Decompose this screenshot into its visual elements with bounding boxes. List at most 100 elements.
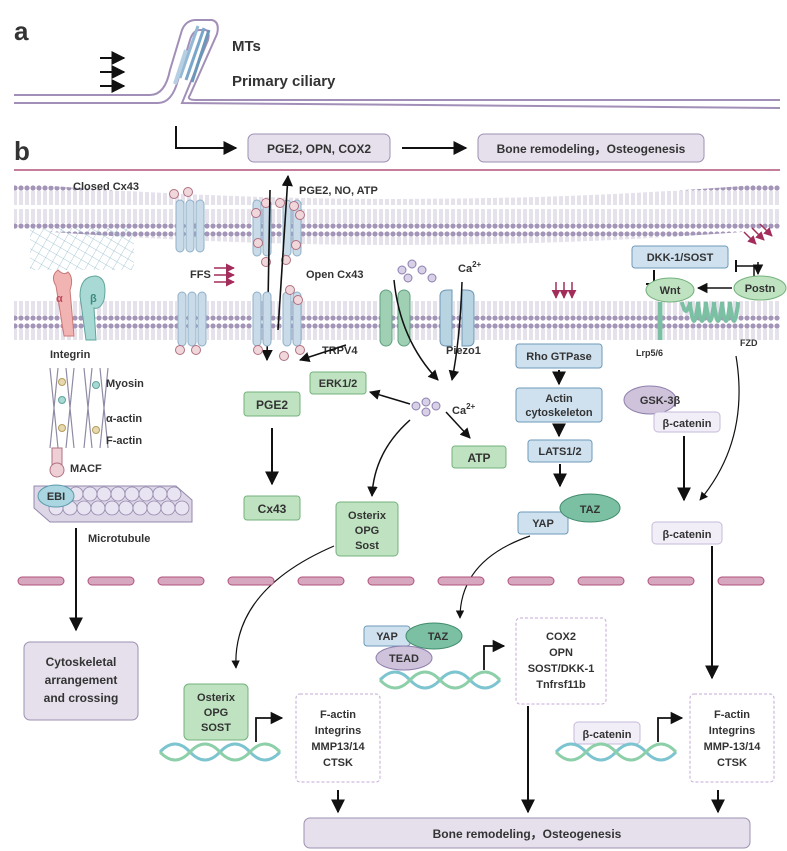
nuc-yap-text: YAP: [376, 631, 398, 643]
lats-box: [527, 439, 593, 463]
atp-box: [451, 445, 507, 469]
nuc-osterix-text: Osterix: [197, 692, 236, 704]
beta-catenin-complex-text: β-catenin: [663, 418, 712, 430]
dna-helix-2: [378, 670, 502, 690]
flow-arrows-a: [100, 51, 126, 93]
tg2-cox2: COX2: [546, 631, 576, 643]
ca-to-atp-arrow: [445, 411, 471, 439]
ca-influx-arrow-left: [393, 279, 439, 381]
nuc-opg-text: OPG: [204, 707, 228, 719]
wnt-text: Wnt: [660, 285, 681, 297]
nuclear-envelope: [17, 576, 765, 586]
tg1-factin: F-actin: [320, 709, 356, 721]
target-genes-box-2: [515, 617, 607, 705]
nuc-tead-text: TEAD: [389, 653, 419, 665]
trpv4-channel: [379, 289, 411, 347]
rho-gtpase-text: Rho GTPase: [526, 351, 591, 363]
bone-remodeling-text-a: Bone remodeling，Osteogenesis: [497, 142, 686, 156]
bone-remodeling-box-b: [303, 817, 751, 849]
taz-oval: [559, 493, 621, 523]
yap-text: YAP: [532, 518, 554, 530]
osterix-opg-sost-box: [335, 501, 399, 557]
panel-b-label: b: [14, 136, 30, 166]
osterix-to-nucleus-arrow: [231, 545, 335, 669]
taz-text: TAZ: [580, 504, 601, 516]
gsk-text: GSK-3β: [640, 395, 681, 407]
beta-catenin-box: [651, 521, 723, 545]
ca-to-erk-arrow: [368, 389, 411, 405]
lrp-fzd-receptors: [657, 301, 740, 340]
cell-membrane-a-inner: [14, 29, 781, 109]
postn-oval: [733, 275, 787, 301]
actomyosin-filaments: [49, 367, 109, 449]
tg3-mmp: MMP-13/14: [704, 741, 762, 753]
osterix-text: Osterix: [348, 510, 387, 522]
mts-label: MTs: [232, 38, 261, 55]
lats-text: LATS1/2: [538, 446, 581, 458]
panel-a: a MTs Primary ciliary PGE2, OPN, COX2 Bo…: [14, 16, 781, 163]
nuc-taz-oval: [405, 622, 463, 650]
piezo1-label: Piezo1: [446, 345, 481, 357]
gene-transcribe-arrow-2: [483, 639, 506, 670]
nuc-osterix-box: [183, 683, 249, 741]
cytoskeletal-arrangement-box: [23, 641, 139, 721]
trpv4-label: TRPV4: [322, 345, 358, 357]
tg2-tnfrsf: Tnfrsf11b: [536, 679, 586, 691]
bone-remodeling-text-b: Bone remodeling，Osteogenesis: [433, 827, 622, 841]
panel-b: b Closed Cx43: [14, 136, 787, 849]
cytoskeletal-text-3: and crossing: [44, 691, 119, 705]
macf-protein: [49, 447, 65, 478]
cell-membrane-a: [14, 19, 780, 101]
tg1-ctsk: CTSK: [323, 757, 353, 769]
dna-helix-3: [554, 742, 678, 762]
myosin-label: Myosin: [106, 378, 144, 390]
gsk-oval: [623, 385, 677, 415]
f-actin-label: F-actin: [106, 435, 142, 447]
cytoskeleton-text: cytoskeleton: [525, 407, 593, 419]
pge2-opn-cox2-box: [247, 133, 391, 163]
alpha-subunit-label: α: [56, 293, 63, 305]
ca-to-osterix-arrow: [367, 419, 411, 498]
gene-transcribe-arrow-1: [255, 711, 284, 742]
rho-gtpase-box: [515, 343, 603, 369]
cx43-text: Cx43: [258, 502, 287, 516]
gene-transcribe-arrow-3: [657, 711, 684, 742]
closed-cx43-channel-lower: [175, 291, 207, 355]
tg1-mmp: MMP13/14: [311, 741, 365, 753]
open-cx43-label: Open Cx43: [306, 269, 363, 281]
red-force-arrows-right: [743, 223, 773, 245]
open-cx43-channel-lower: [252, 285, 305, 361]
cilia-to-pge2-arrow: [175, 126, 238, 155]
integrin-beta-subunit: β: [79, 275, 106, 341]
nuc-taz-text: TAZ: [428, 631, 449, 643]
dna-helix-1: [158, 742, 282, 762]
lrp-label: Lrp5/6: [636, 348, 663, 358]
top-membrane: [14, 183, 780, 245]
nuc-sost-text: SOST: [201, 722, 231, 734]
tg2-sost: SOST/DKK-1: [528, 663, 595, 675]
nuc-beta-catenin-text: β-catenin: [583, 729, 632, 741]
cytoskeletal-text-1: Cytoskeletal: [46, 655, 117, 669]
tg1-integrins: Integrins: [315, 725, 361, 737]
cilium-microtubules: [173, 25, 211, 85]
dkk-sost-box: [631, 245, 729, 269]
cx43-efflux-arrow: [277, 174, 293, 331]
beta-catenin-text: β-catenin: [663, 529, 712, 541]
trpv4-arrow: [299, 344, 347, 363]
opg-text: OPG: [355, 525, 379, 537]
yap-to-nucleus-arrow: [455, 535, 531, 619]
dkk-sost-text: DKK-1/SOST: [647, 252, 714, 264]
piezo1-channel: [439, 289, 475, 347]
erk-text: ERK1/2: [319, 378, 358, 390]
tg2-opn: OPN: [549, 647, 573, 659]
ca-mid-label: Ca2+: [452, 402, 476, 417]
primary-cilia-label: Primary ciliary: [232, 73, 336, 90]
nuc-tead-oval: [375, 645, 433, 671]
bone-remodeling-box-a: [477, 133, 705, 163]
integrin-alpha-subunit: α: [52, 269, 75, 337]
pge2-text: PGE2: [256, 398, 288, 412]
macf-label: MACF: [70, 463, 102, 475]
closed-cx43-label: Closed Cx43: [73, 181, 139, 193]
pge2-no-atp-label: PGE2, NO, ATP: [299, 185, 378, 197]
